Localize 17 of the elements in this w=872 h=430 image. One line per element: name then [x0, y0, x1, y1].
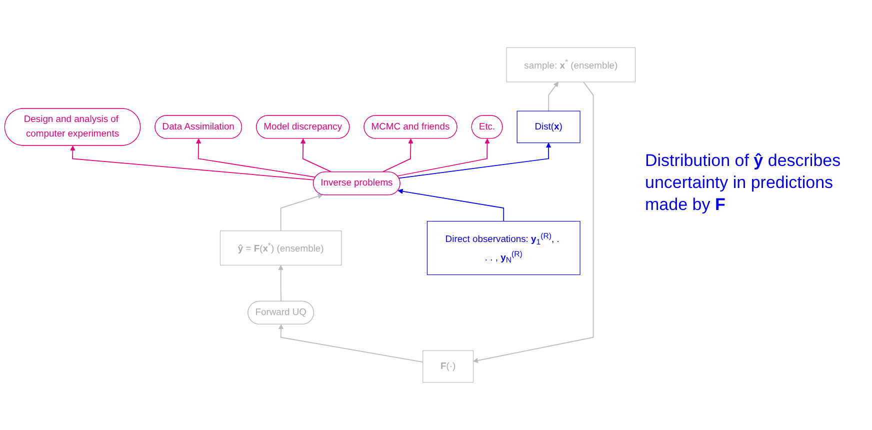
arrow — [398, 142, 552, 179]
arrow — [280, 194, 323, 232]
arrow — [548, 82, 559, 112]
arrow — [196, 138, 316, 178]
arrow — [300, 138, 332, 173]
arrow — [396, 138, 490, 176]
arrow — [398, 188, 504, 222]
arrow — [473, 82, 594, 364]
arrow — [278, 324, 424, 362]
node-box: sample: x$^{*}$ (ensemble) — [506, 47, 636, 82]
note-text: Distribution of ŷ describes uncertainty in predictions made by F — [645, 150, 842, 216]
arrow — [70, 146, 315, 180]
node-box: ŷ = F(x$^{*}$) (ensemble) — [220, 230, 342, 266]
arrow — [382, 138, 414, 173]
node-box: F(·) — [422, 350, 474, 383]
node-box: Dist(x) — [516, 110, 580, 144]
arrow — [278, 264, 284, 302]
